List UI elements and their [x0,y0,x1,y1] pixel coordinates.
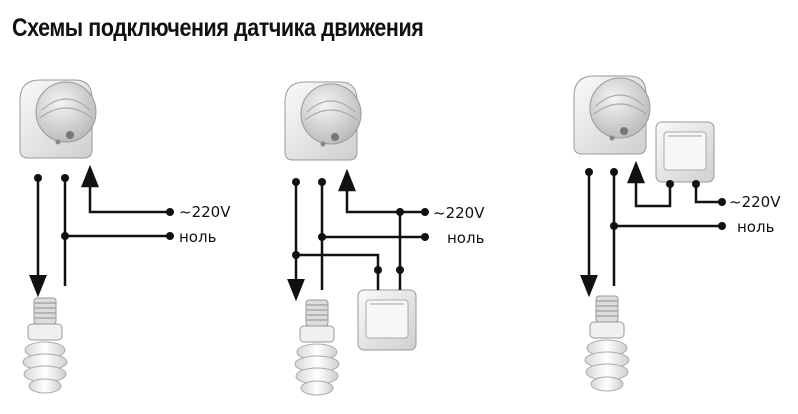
lamp-icon [294,299,340,396]
phase-label: ~220V [179,203,231,221]
neutral-label: ноль [447,229,484,247]
motion-sensor-icon [284,81,362,161]
neutral-label: ноль [179,228,216,246]
diagram-sensor-direct: ~220V ноль [19,79,231,394]
wire-phase [81,164,170,214]
motion-sensor-icon [573,75,651,155]
neutral-label: ноль [737,218,774,236]
wall-switch-icon [655,121,715,183]
wire-phase [338,168,425,214]
phase-label: ~220V [433,204,485,222]
wall-switch-icon [357,289,417,351]
wire-switch-lamp [296,253,380,270]
wire-switch-to-sensor [627,160,672,208]
wire-switch-leads [376,270,402,290]
lamp-icon [584,295,630,392]
diagram-sensor-with-parallel-switch: ~220V ноль [284,81,485,396]
phase-label: ~220V [729,193,781,211]
diagram-sensor-with-series-switch: ~220V ноль [573,75,781,392]
wire-phase [694,184,722,204]
motion-sensor-icon [19,79,97,159]
page-title: Схемы подключения датчика движения [12,14,424,42]
lamp-icon [22,297,68,394]
